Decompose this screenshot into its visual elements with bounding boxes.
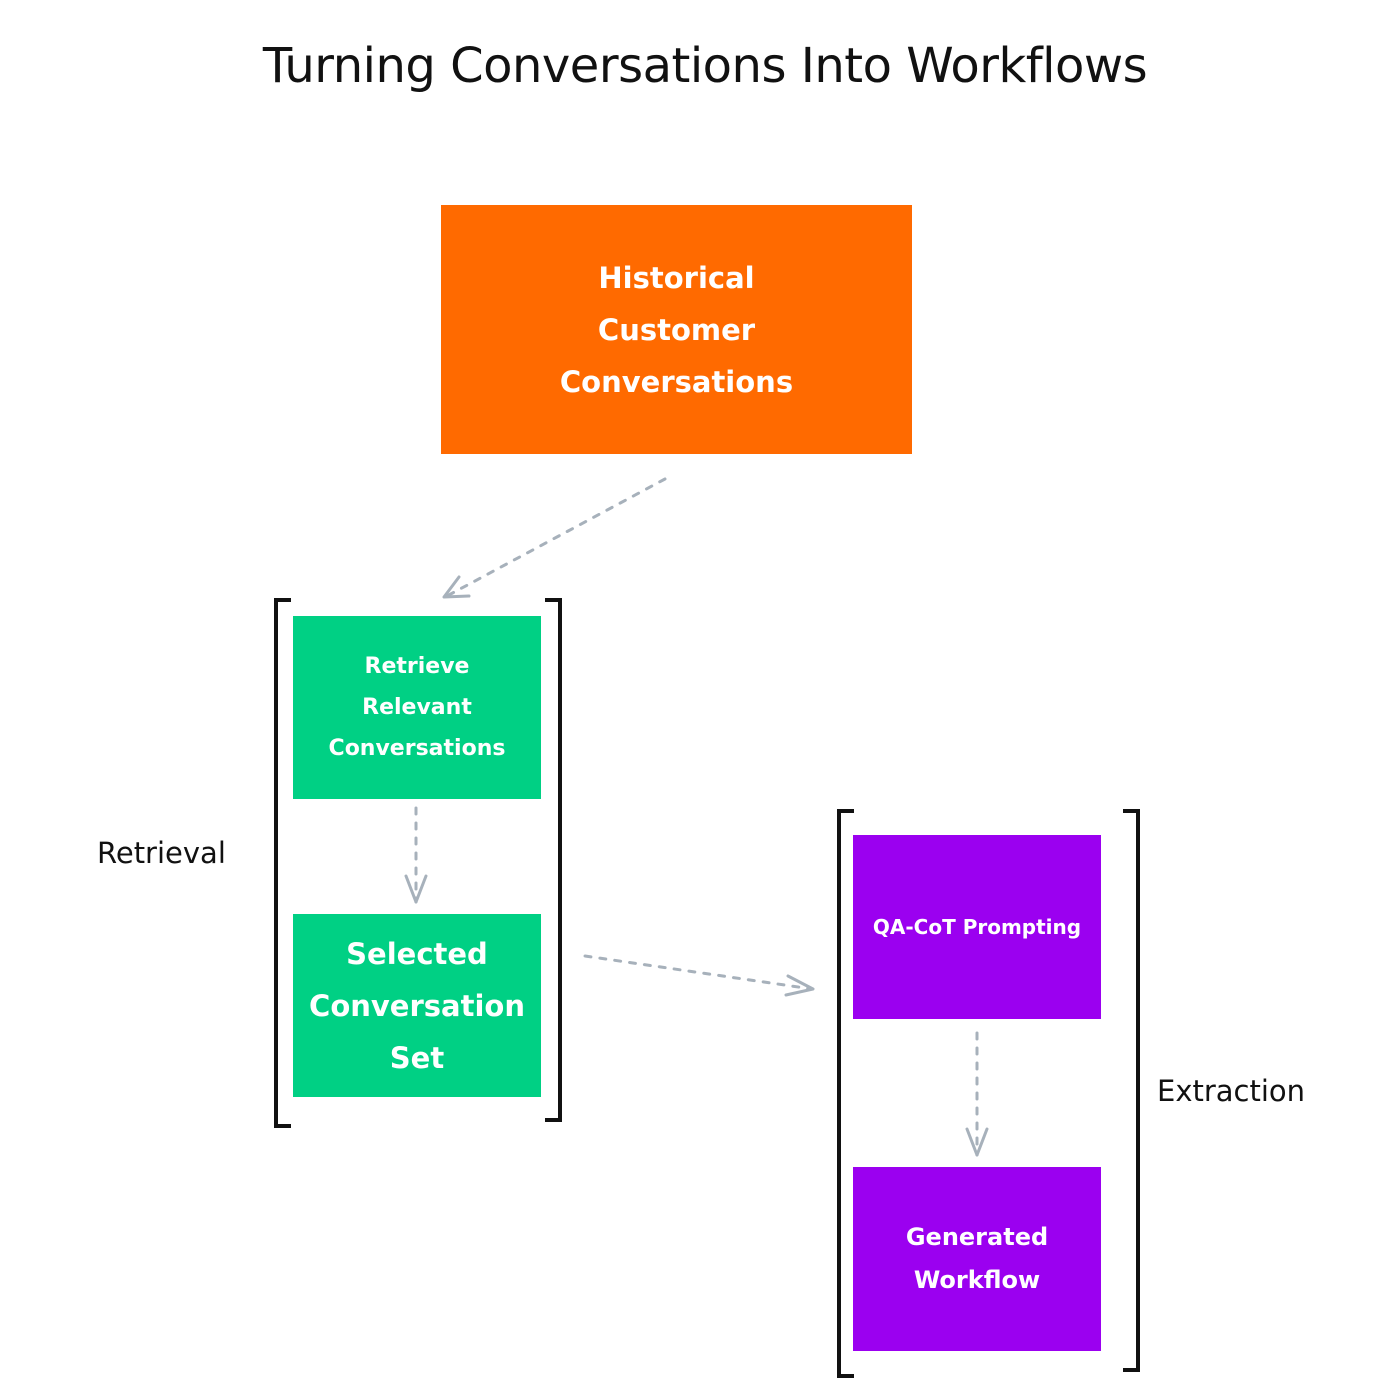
group-label-retrieval: Retrieval (97, 836, 226, 870)
node-qacot-label: QA-CoT Prompting (872, 915, 1082, 939)
edge-retrieve-to-selected (404, 806, 428, 904)
node-workflow-label: Generated Workflow (905, 1223, 1049, 1294)
group-label-extraction: Extraction (1157, 1074, 1306, 1108)
node-selected-conversation-set: Selected Conversation Set (293, 914, 541, 1097)
edge-historical-to-retrieve (442, 477, 667, 599)
node-historical-customer-conversations: Historical Customer Conversations (441, 205, 912, 454)
retrieval-bracket-right (545, 598, 562, 1122)
extraction-bracket-left (837, 809, 854, 1378)
extraction-bracket-right (1123, 809, 1140, 1372)
retrieval-bracket (274, 598, 562, 1128)
node-retrieve-relevant-conversations: Retrieve Relevant Conversations (293, 616, 541, 799)
node-historical-label: Historical Customer Conversations (559, 260, 794, 399)
node-selected-label: Selected Conversation Set (309, 936, 525, 1075)
diagram-title: Turning Conversations Into Workflows (262, 38, 1148, 94)
extraction-bracket (837, 809, 1140, 1378)
edge-selected-to-qacot (583, 954, 815, 997)
node-generated-workflow: Generated Workflow (853, 1167, 1101, 1351)
node-qa-cot-prompting: QA-CoT Prompting (853, 835, 1101, 1019)
edge-qacot-to-workflow (965, 1031, 989, 1157)
node-retrieve-label: Retrieve Relevant Conversations (328, 654, 506, 761)
retrieval-bracket-left (274, 598, 291, 1128)
